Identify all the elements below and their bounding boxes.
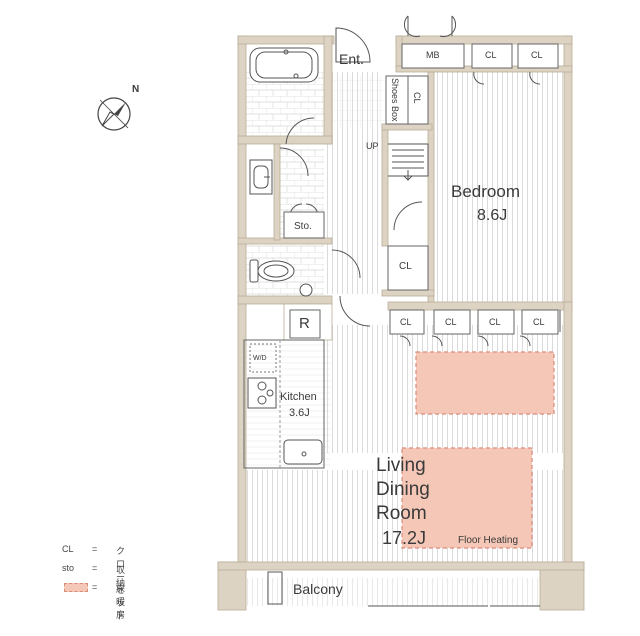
legend-value-storage: 収納 (116, 565, 126, 588)
kitchen-size-label: 3.6J (289, 407, 310, 419)
washing-machine-icon (249, 343, 277, 373)
living-label-line1: Living (376, 455, 426, 476)
staircase (388, 143, 429, 181)
legend-equals: = (92, 582, 98, 592)
compass-icon (97, 97, 131, 131)
legend-floor-heating-swatch (64, 583, 88, 592)
balcony-label: Balcony (293, 581, 343, 597)
sink-icon (283, 439, 323, 465)
stove-icon (247, 377, 277, 409)
kitchen-counter (243, 339, 325, 469)
legend-equals: = (92, 563, 98, 573)
closet-top-1-label: CL (485, 50, 497, 60)
living-label-line3: Room (376, 503, 427, 524)
legend-equals: = (92, 544, 98, 554)
legend-key-storage: sto (62, 563, 75, 573)
storage-label: Sto. (294, 221, 312, 232)
kitchen-label: Kitchen (280, 391, 317, 403)
walls (217, 35, 585, 611)
floor-heating-zones (401, 351, 555, 549)
closet-bottom-2-label: CL (445, 317, 457, 327)
bedroom-label: Bedroom (451, 182, 520, 201)
mb-label: MB (426, 50, 440, 60)
living-label-line2: Dining (376, 479, 430, 500)
entrance-label: Ent. (339, 51, 364, 67)
fridge-label: R (299, 315, 310, 332)
closet-bottom-1-label: CL (400, 317, 412, 327)
bedroom-closet-label: CL (399, 261, 412, 272)
bathtub-icon (249, 47, 319, 83)
living-size-label: 17.2J (382, 528, 427, 548)
toilet-icon (249, 259, 313, 297)
closet-bottom-4-label: CL (533, 317, 545, 327)
legend-key-closet: CL (62, 544, 74, 554)
stairs-up-label: UP (366, 141, 379, 151)
doors (267, 15, 561, 607)
floor-heating-label: Floor Heating (458, 535, 519, 546)
shoes-box-label: Shoes Box (390, 78, 400, 122)
legend-value-closet: クローゼット (116, 546, 126, 621)
entry-closet-label: CL (412, 92, 422, 104)
closet-boxes (283, 43, 559, 339)
legend-value-floor-heating: 床暖房 (116, 584, 126, 620)
closet-bottom-3-label: CL (489, 317, 501, 327)
washer-dryer-label: W/D (253, 355, 267, 362)
compass-north-label: N (132, 84, 140, 95)
bedroom-size-label: 8.6J (477, 207, 508, 224)
closet-top-2-label: CL (531, 50, 543, 60)
washbasin-icon (249, 159, 273, 195)
